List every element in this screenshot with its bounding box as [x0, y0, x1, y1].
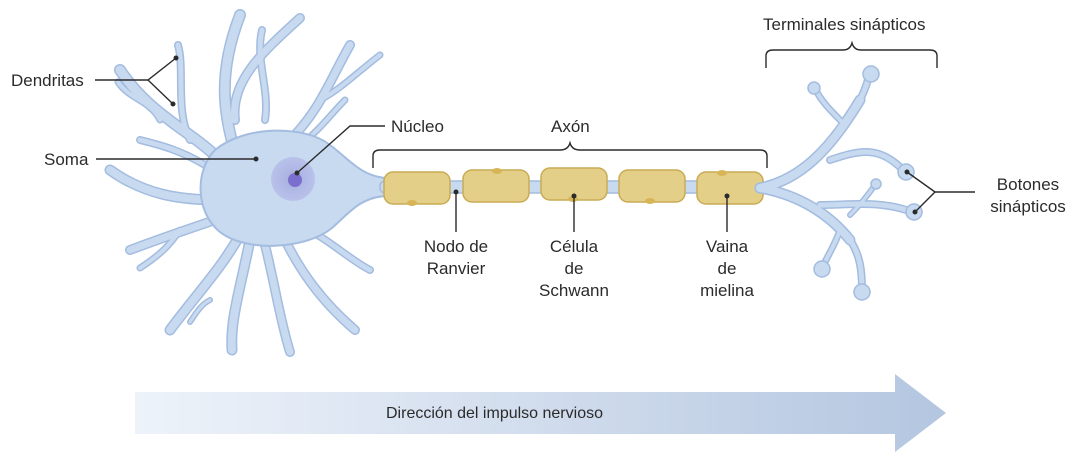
- label-nodo-line1: Nodo de: [424, 237, 488, 256]
- axon-brace: [373, 143, 767, 168]
- nucleolus: [288, 173, 302, 187]
- terminales-brace: [766, 43, 937, 68]
- label-soma: Soma: [44, 150, 89, 169]
- label-nucleo: Núcleo: [391, 117, 444, 136]
- schwann-cell: [697, 170, 763, 204]
- axon-terminals: [760, 66, 922, 300]
- arrow-label: Dirección del impulso nervioso: [386, 405, 603, 422]
- label-botones-line1: Botones: [997, 175, 1059, 194]
- label-nodo-line2: Ranvier: [427, 259, 486, 278]
- label-dendritas: Dendritas: [11, 71, 84, 90]
- label-vaina-line2: de: [718, 259, 737, 278]
- schwann-cell: [384, 172, 450, 206]
- label-botones-line2: sinápticos: [990, 197, 1066, 216]
- dendritas-leader: [95, 58, 176, 80]
- label-axon: Axón: [551, 117, 590, 136]
- schwann-cell: [463, 168, 529, 202]
- terminals-fill: [760, 72, 912, 290]
- label-celula-line1: Célula: [550, 237, 599, 256]
- schwann-cell: [619, 170, 685, 204]
- label-celula-line3: Schwann: [539, 281, 609, 300]
- label-vaina-line1: Vaina: [706, 237, 749, 256]
- labels: Dendritas Soma Núcleo Axón Terminales si…: [11, 15, 1066, 300]
- botones-leader: [907, 172, 975, 192]
- botones-leader-2: [915, 192, 935, 212]
- label-celula-line2: de: [565, 259, 584, 278]
- impulse-direction-arrow: Dirección del impulso nervioso: [135, 374, 946, 452]
- label-terminales: Terminales sinápticos: [763, 15, 926, 34]
- label-vaina-line3: mielina: [700, 281, 754, 300]
